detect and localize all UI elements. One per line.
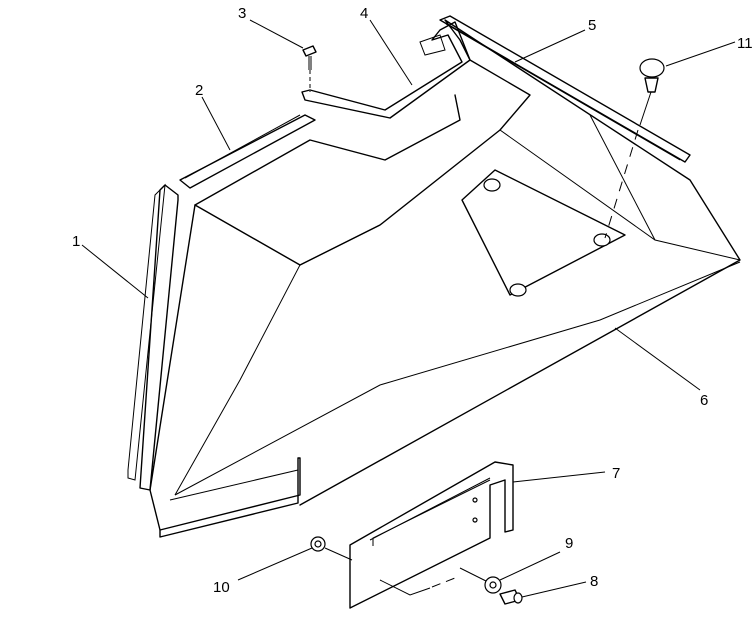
bolt-bottom bbox=[499, 589, 523, 605]
upper-bracket bbox=[179, 114, 316, 189]
housing-fold-right bbox=[499, 129, 741, 261]
callout-11: 11 bbox=[737, 35, 752, 52]
callout-2: 2 bbox=[195, 82, 203, 99]
callout-labels: 1 2 3 4 5 11 6 7 9 8 10 bbox=[72, 5, 752, 596]
callout-7: 7 bbox=[612, 465, 620, 482]
bolt-top bbox=[302, 45, 317, 92]
callout-10: 10 bbox=[213, 579, 230, 596]
callout-9: 9 bbox=[565, 535, 573, 552]
top-rail bbox=[439, 15, 691, 163]
housing-bottom-edge bbox=[159, 457, 301, 538]
callout-6: 6 bbox=[700, 392, 708, 409]
housing-fold-left bbox=[174, 204, 301, 496]
nut-left bbox=[310, 536, 489, 596]
fastener-top-right bbox=[604, 58, 665, 239]
plate-hole-top bbox=[483, 178, 501, 192]
washer bbox=[484, 576, 502, 594]
housing-lower-edge bbox=[169, 469, 299, 501]
access-plate bbox=[461, 169, 626, 296]
callout-4: 4 bbox=[360, 5, 368, 22]
housing-assembly bbox=[149, 19, 741, 538]
callout-1: 1 bbox=[72, 233, 80, 250]
plate-hole-right bbox=[593, 233, 611, 247]
housing-base-crease bbox=[174, 261, 741, 496]
side-plate bbox=[349, 461, 514, 609]
bent-strap bbox=[301, 21, 471, 119]
housing-front-face bbox=[149, 19, 741, 531]
plate-hole-bottom bbox=[509, 283, 527, 297]
leader-lines bbox=[81, 19, 736, 598]
housing-fold-inner bbox=[589, 114, 656, 241]
callout-8: 8 bbox=[590, 573, 598, 590]
housing-top-rim bbox=[194, 94, 461, 206]
housing-fold-mid bbox=[299, 224, 381, 266]
side-rail bbox=[127, 183, 179, 491]
callout-3: 3 bbox=[238, 5, 246, 22]
callout-5: 5 bbox=[588, 17, 596, 34]
